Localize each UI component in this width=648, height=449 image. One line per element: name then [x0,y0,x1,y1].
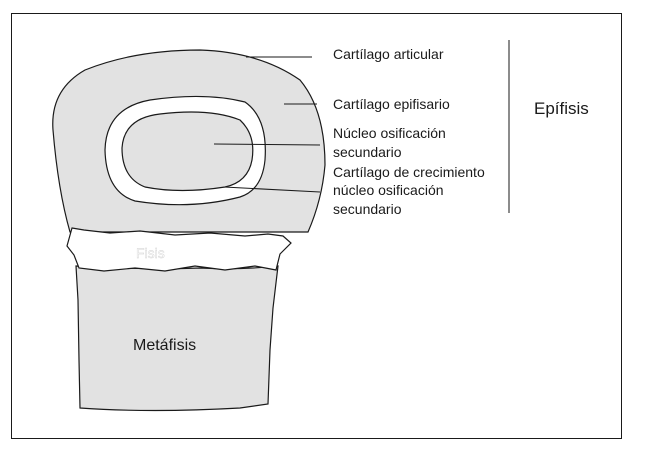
label-crecimiento-line1: Cartílago de crecimiento [333,164,485,180]
leader-crecimiento [223,186,321,193]
label-epifisis: Epífisis [534,99,589,118]
fisis-band [66,227,292,272]
label-nucleo-line2: secundario [333,144,402,160]
label-fisis: Fisis [136,245,165,261]
label-cartilago-epifisario: Cartílago epifisario [333,96,450,112]
label-metafisis: Metáfisis [133,337,196,354]
label-cartilago-articular: Cartílago articular [333,46,444,62]
diagram-frame [11,13,622,439]
nucleo-osificacion-shape [121,111,254,192]
label-nucleo-line1: Núcleo osificación [333,125,446,141]
label-crecimiento-line2: núcleo osificación [333,182,444,198]
leader-nucleo [213,143,321,146]
label-crecimiento-line3: secundario [333,201,402,217]
